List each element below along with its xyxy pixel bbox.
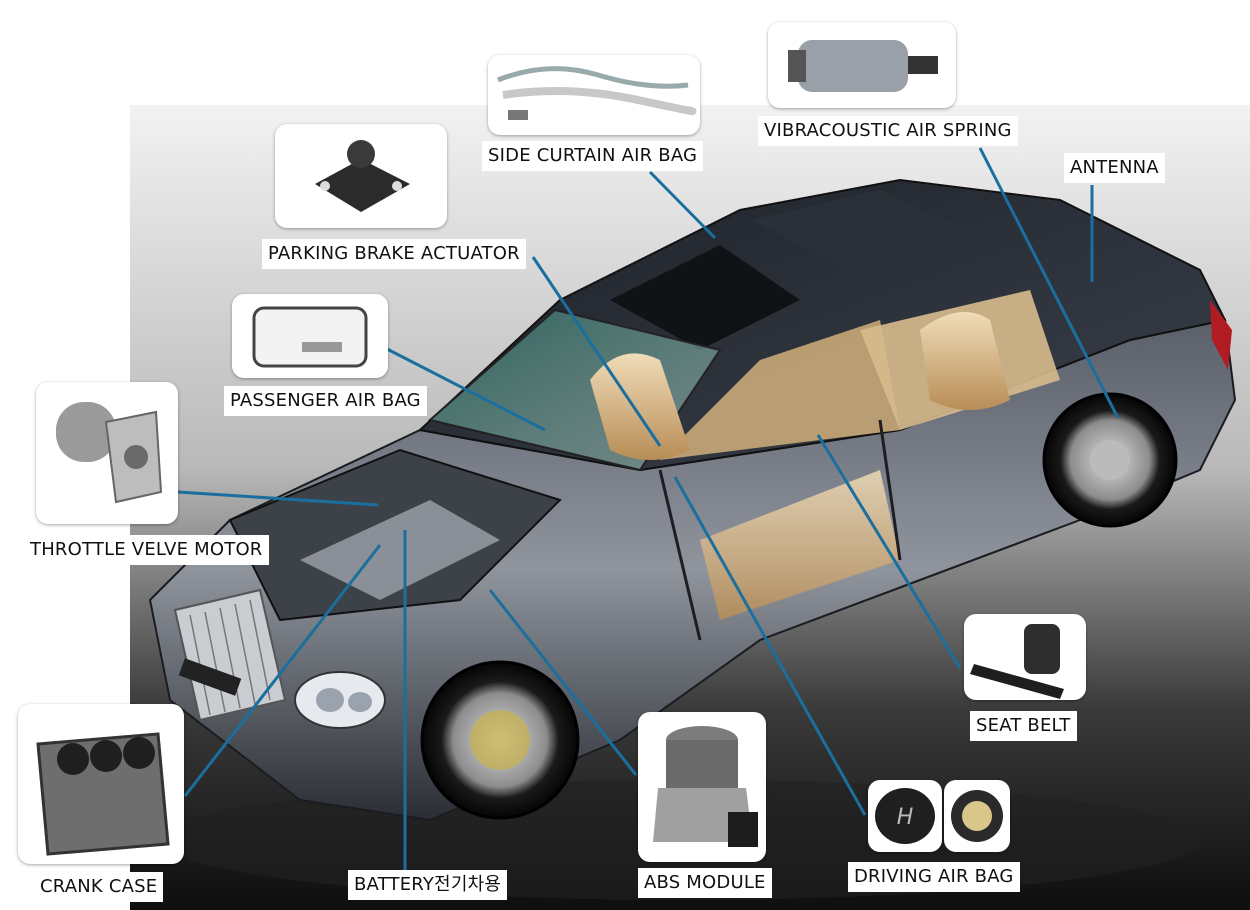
label-seat-belt: SEAT BELT bbox=[970, 711, 1077, 741]
label-driving-air-bag: DRIVING AIR BAG bbox=[848, 862, 1020, 892]
label-parking-brake-actuator: PARKING BRAKE ACTUATOR bbox=[262, 239, 526, 269]
label-abs-module: ABS MODULE bbox=[638, 868, 772, 898]
parking-brake-actuator-photo bbox=[275, 124, 447, 228]
label-vibracoustic-air-spring: VIBRACOUSTIC AIR SPRING bbox=[758, 116, 1018, 146]
leader-passenger-air-bag bbox=[386, 347, 546, 432]
label-side-curtain-air-bag: SIDE CURTAIN AIR BAG bbox=[482, 141, 704, 171]
label-battery: BATTERY전기차용 bbox=[348, 870, 508, 900]
leader-abs-module bbox=[488, 589, 638, 776]
leader-throttle-velve-motor bbox=[177, 490, 379, 507]
seat-belt-photo bbox=[964, 614, 1086, 700]
svg-text:H: H bbox=[897, 805, 914, 830]
leader-seat-belt bbox=[816, 434, 962, 669]
side-curtain-air-bag-photo bbox=[488, 55, 700, 135]
driving-air-bag-front-photo: H bbox=[868, 780, 942, 852]
abs-module-photo bbox=[638, 712, 766, 862]
label-passenger-air-bag: PASSENGER AIR BAG bbox=[224, 386, 427, 416]
label-crank-case: CRANK CASE bbox=[34, 872, 164, 902]
leader-driving-air-bag bbox=[673, 476, 867, 816]
crank-case-photo bbox=[18, 704, 184, 864]
passenger-air-bag-photo bbox=[232, 294, 388, 378]
vibracoustic-air-spring-photo bbox=[768, 22, 956, 108]
label-throttle-velve-motor: THROTTLE VELVE MOTOR bbox=[24, 535, 269, 565]
leader-vibracoustic-air-spring bbox=[978, 147, 1120, 419]
label-antenna: ANTENNA bbox=[1064, 153, 1165, 183]
driving-air-bag-back-photo bbox=[944, 780, 1010, 852]
leader-crank-case bbox=[183, 544, 382, 797]
leader-side-curtain-air-bag bbox=[648, 170, 717, 240]
throttle-velve-motor-photo bbox=[36, 382, 178, 524]
leader-parking-brake-actuator bbox=[531, 256, 662, 447]
